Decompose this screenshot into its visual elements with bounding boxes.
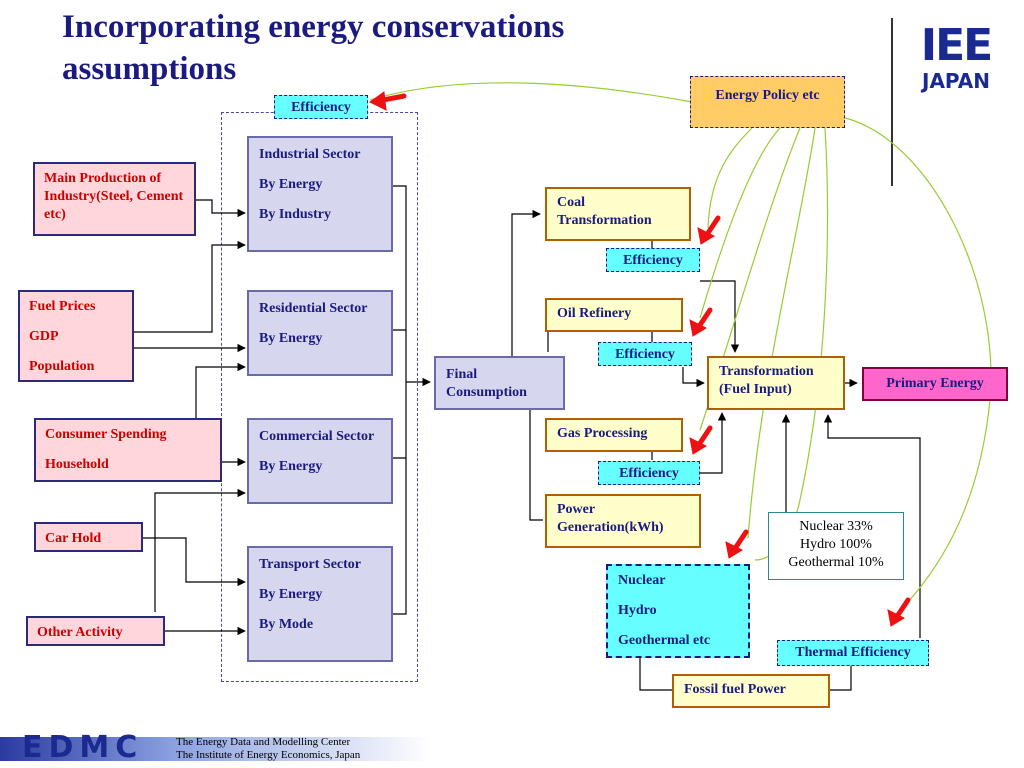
connector-eff-gas-transform xyxy=(700,412,727,474)
red-arrow-nonfossil-head-icon xyxy=(725,541,744,559)
commercial-sector-title: Commercial Sector xyxy=(259,429,375,444)
connector-activity-commercial xyxy=(154,488,246,612)
logo-text-sub: JAPAN xyxy=(920,69,990,93)
policy-link-oil xyxy=(699,127,781,319)
page-title: Incorporating energy conservations assum… xyxy=(62,9,565,87)
connector-consumer-residential xyxy=(195,362,246,418)
industrial-sector-box: Industrial Sector By Energy By Industry xyxy=(247,136,393,252)
fossil-fuel-power-box: Fossil fuel Power xyxy=(672,674,830,708)
red-arrow-thermal-head-icon xyxy=(887,609,906,627)
footer-line-2: The Institute of Energy Economics, Japan xyxy=(176,749,361,761)
consumer-box: Consumer Spending Household xyxy=(34,418,222,482)
red-arrow-gas-head-icon xyxy=(689,437,708,455)
connector-sectors-bus xyxy=(393,185,430,615)
industrial-by-energy: By Energy xyxy=(259,177,323,192)
oil-efficiency-badge: Efficiency xyxy=(598,342,692,366)
gas-processing-box: Gas Processing xyxy=(545,418,683,452)
policy-link-coal xyxy=(707,127,753,229)
nuclear-rate: Nuclear 33% xyxy=(799,519,873,534)
policy-link-efficiency xyxy=(369,82,693,103)
power-generation-box: Power Generation(kWh) xyxy=(545,494,701,548)
hydro-label: Hydro xyxy=(618,603,657,618)
population-label: Population xyxy=(29,359,95,374)
residential-sector-title: Residential Sector xyxy=(259,301,368,316)
edmc-logo: EDMC xyxy=(22,730,144,765)
geothermal-label: Geothermal etc xyxy=(618,633,711,648)
connector-fuel-prices-industrial xyxy=(134,240,246,333)
nuclear-label: Nuclear xyxy=(618,573,666,588)
ieej-logo: IEE JAPAN xyxy=(920,20,993,93)
commercial-sector-box: Commercial Sector By Energy xyxy=(247,418,393,504)
connector-car-hold xyxy=(143,537,246,587)
fuel-prices-box: Fuel Prices GDP Population xyxy=(18,290,134,382)
connector-final-to-power xyxy=(529,410,543,521)
hydro-rate: Hydro 100% xyxy=(800,537,872,552)
red-arrow-oil-head-icon xyxy=(689,319,708,337)
footer-band xyxy=(0,737,430,761)
thermal-efficiency-badge: Thermal Efficiency xyxy=(777,640,929,666)
transport-sector-title: Transport Sector xyxy=(259,557,361,572)
industrial-by-industry: By Industry xyxy=(259,207,331,222)
red-arrow-coal-head-icon xyxy=(697,227,716,245)
transport-by-mode: By Mode xyxy=(259,617,314,632)
nonfossil-box: Nuclear Hydro Geothermal etc xyxy=(606,564,750,658)
coal-transformation-box: Coal Transformation xyxy=(545,187,691,241)
household-label: Household xyxy=(45,457,109,472)
residential-sector-box: Residential Sector By Energy xyxy=(247,290,393,376)
footer-line-1: The Energy Data and Modelling Center xyxy=(176,736,351,748)
consumer-spending-label: Consumer Spending xyxy=(45,427,167,442)
connector-eff-oil-transform xyxy=(682,367,705,388)
other-activity-box: Other Activity xyxy=(26,616,165,646)
footer-organization: The Energy Data and Modelling Center The… xyxy=(176,736,360,762)
policy-link-thermal xyxy=(754,127,829,561)
geothermal-rate: Geothermal 10% xyxy=(788,555,884,570)
logo-text-main: IEE xyxy=(921,20,991,71)
transport-sector-box: Transport Sector By Energy By Mode xyxy=(247,546,393,662)
commercial-by-energy: By Energy xyxy=(259,459,323,474)
gdp-label: GDP xyxy=(29,329,59,344)
car-hold-label: Car Hold xyxy=(45,531,102,546)
final-consumption-box: Final Consumption xyxy=(434,356,565,410)
oil-refinery-box: Oil Refinery xyxy=(545,298,683,332)
primary-energy-box: Primary Energy xyxy=(862,367,1008,401)
fuel-prices-label: Fuel Prices xyxy=(29,299,96,314)
policy-link-nonfossil xyxy=(747,127,816,539)
connector-thermal-transform xyxy=(823,414,921,638)
connector-final-to-coal xyxy=(511,209,541,356)
red-arrow-efficiency-head-icon xyxy=(369,91,387,111)
connector-main-production xyxy=(196,199,246,218)
industrial-sector-title: Industrial Sector xyxy=(259,147,361,162)
residential-by-energy: By Energy xyxy=(259,331,323,346)
car-hold-box: Car Hold xyxy=(34,522,143,552)
sector-efficiency-badge: Efficiency xyxy=(274,95,368,119)
gas-efficiency-badge: Efficiency xyxy=(598,461,700,485)
coal-efficiency-badge: Efficiency xyxy=(606,248,700,272)
main-production-label: Main Production of Industry(Steel, Cemen… xyxy=(44,171,184,222)
energy-policy-box: Energy Policy etc xyxy=(690,76,845,128)
conversion-rates-box: Nuclear 33% Hydro 100% Geothermal 10% xyxy=(768,512,904,580)
other-activity-label: Other Activity xyxy=(37,625,123,640)
connector-nuke-fossil xyxy=(639,658,672,691)
fuel-input-transformation-box: Transformation (Fuel Input) xyxy=(707,356,845,410)
divider-line xyxy=(891,18,893,186)
connector-thermal-fossil xyxy=(830,666,852,691)
transport-by-energy: By Energy xyxy=(259,587,323,602)
main-production-box: Main Production of Industry(Steel, Cemen… xyxy=(33,162,196,236)
